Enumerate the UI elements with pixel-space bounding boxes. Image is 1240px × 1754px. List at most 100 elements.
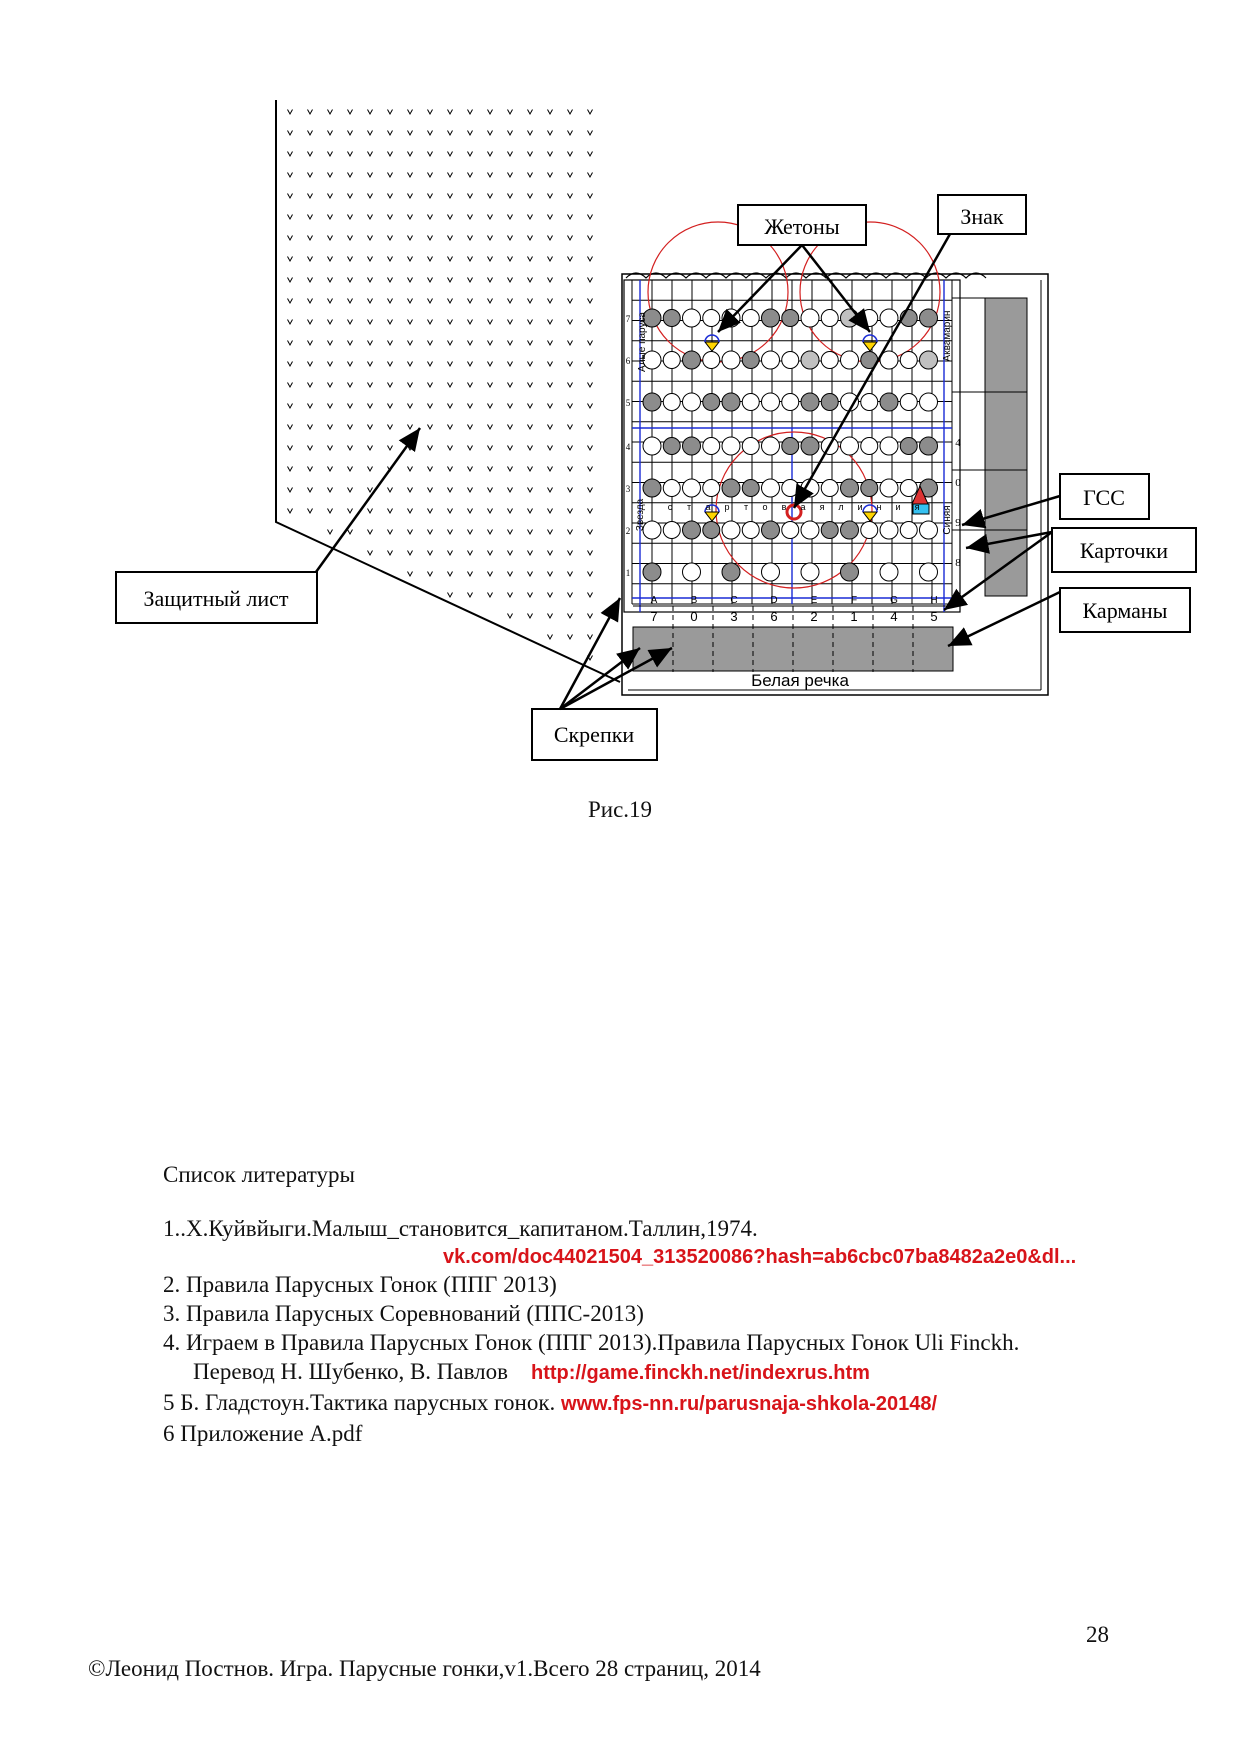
sheet-mark — [567, 487, 573, 494]
sheet-mark — [567, 361, 573, 368]
sheet-mark — [427, 172, 433, 179]
sheet-mark — [547, 235, 553, 242]
board-token — [682, 350, 701, 370]
board-side-label: Аквамарин — [942, 311, 953, 362]
vk-doc-link[interactable]: vk.com/doc44021504_313520086?hash=ab6cbc… — [443, 1246, 1077, 1268]
sheet-mark — [427, 571, 433, 578]
sheet-mark — [587, 613, 593, 620]
right-digit-label: 0 — [955, 477, 961, 489]
board-token — [860, 479, 879, 497]
board-token — [721, 562, 741, 582]
sheet-mark — [407, 193, 413, 200]
sheet-mark — [347, 445, 353, 452]
row-number-label: 7 — [626, 314, 631, 324]
board-token — [721, 520, 741, 540]
sheet-mark — [447, 109, 453, 116]
bottom-digit-label: 3 — [730, 609, 737, 624]
sheet-mark — [287, 277, 293, 284]
sheet-mark — [327, 277, 333, 284]
start-line-letter: р — [724, 502, 729, 512]
sheet-mark — [347, 361, 353, 368]
sheet-mark — [447, 424, 453, 431]
board-token — [702, 521, 721, 539]
fps-nn-link[interactable]: www.fps-nn.ru/parusnaja-shkola-20148/ — [561, 1393, 938, 1415]
sheet-mark — [447, 445, 453, 452]
sheet-mark — [587, 214, 593, 221]
sheet-mark — [367, 151, 373, 158]
sheet-mark — [427, 424, 433, 431]
sheet-mark — [407, 172, 413, 179]
sheet-mark — [487, 214, 493, 221]
sheet-mark — [347, 256, 353, 263]
bottom-digit-label: 0 — [690, 609, 697, 624]
sheet-mark — [567, 382, 573, 389]
board-token — [761, 308, 780, 328]
sheet-mark — [467, 319, 473, 326]
bottom-digit-label: 6 — [770, 609, 777, 624]
board-outer-frame — [621, 273, 1049, 696]
sheet-mark — [327, 319, 333, 326]
sheet-mark — [507, 592, 513, 599]
sheet-mark — [547, 361, 553, 368]
sheet-mark — [547, 613, 553, 620]
board-token — [781, 351, 800, 369]
sheet-mark — [327, 130, 333, 137]
sheet-mark — [327, 403, 333, 410]
sheet-mark — [487, 571, 493, 578]
sheet-mark — [287, 403, 293, 410]
board-token — [840, 562, 859, 582]
sheet-mark — [547, 109, 553, 116]
sheet-mark — [587, 340, 593, 347]
sheet-mark — [327, 508, 333, 515]
sheet-mark — [467, 382, 473, 389]
sheet-mark — [507, 256, 513, 263]
sheet-mark — [467, 130, 473, 137]
bottom-digit-label: 7 — [650, 609, 657, 624]
sheet-mark — [487, 151, 493, 158]
sheet-mark — [567, 319, 573, 326]
sheet-mark — [547, 298, 553, 305]
sheet-mark — [387, 361, 393, 368]
yellow-marker — [703, 511, 721, 522]
sheet-mark — [547, 151, 553, 158]
sheet-mark — [307, 256, 313, 263]
sheet-mark — [327, 193, 333, 200]
sheet-mark — [587, 256, 593, 263]
figure-caption: Рис.19 — [587, 797, 653, 822]
board-token — [662, 309, 681, 327]
sheet-mark — [567, 508, 573, 515]
sheet-mark — [547, 634, 553, 641]
finckh-link[interactable]: http://game.finckh.net/indexrus.htm — [531, 1362, 870, 1384]
callout-protective-sheet-label: Защитный лист — [143, 586, 288, 611]
callout-gss-label: ГСС — [1083, 485, 1125, 510]
sheet-mark — [367, 550, 373, 557]
sheet-mark — [427, 487, 433, 494]
sheet-mark — [407, 340, 413, 347]
board-token — [800, 520, 820, 540]
start-line-letter: и — [857, 502, 862, 512]
sheet-mark — [327, 214, 333, 221]
sheet-mark — [567, 340, 573, 347]
sheet-mark — [327, 424, 333, 431]
sheet-mark — [427, 466, 433, 473]
sheet-mark — [567, 613, 573, 620]
sheet-mark — [527, 130, 533, 137]
sheet-mark — [467, 193, 473, 200]
sheet-mark — [587, 466, 593, 473]
sheet-mark — [367, 319, 373, 326]
sheet-mark — [347, 298, 353, 305]
callout-cards: Карточки — [1051, 527, 1197, 573]
sheet-mark — [427, 277, 433, 284]
sheet-mark — [327, 487, 333, 494]
sheet-mark — [367, 424, 373, 431]
sheet-mark — [587, 151, 593, 158]
sheet-mark — [507, 214, 513, 221]
sheet-mark — [527, 382, 533, 389]
sheet-mark — [527, 487, 533, 494]
sheet-mark — [327, 109, 333, 116]
sheet-mark — [447, 571, 453, 578]
bibliography-entry-6: 6 Приложение А.pdf — [163, 1421, 363, 1446]
sheet-mark — [467, 298, 473, 305]
sheet-mark — [427, 130, 433, 137]
board-token — [919, 350, 938, 370]
